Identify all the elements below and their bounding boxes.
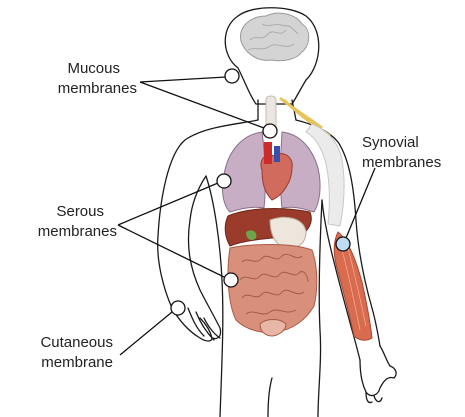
serous-abdomen-marker-icon <box>224 273 238 287</box>
synovial-marker-icon <box>336 237 350 251</box>
left-arm-inner <box>188 176 220 339</box>
serous-leader-pleura <box>118 183 218 225</box>
torso-right-outline <box>318 200 322 417</box>
left-lung <box>223 132 266 212</box>
thoracic-organs <box>223 132 321 212</box>
serous-marker-icon <box>217 174 231 188</box>
cutaneous-leader <box>120 312 172 355</box>
mucous-trachea-marker-icon <box>263 124 277 138</box>
left-hand <box>188 308 220 340</box>
serous-label-line1: Serous <box>56 203 104 220</box>
brain-shape <box>240 13 308 61</box>
serous-label-line2: membranes <box>38 223 117 240</box>
mucous-label-line2: membranes <box>58 80 137 97</box>
mucous-leader-mouth <box>140 77 226 82</box>
right-hand <box>360 346 396 403</box>
synovial-label-line2: membranes <box>362 154 441 171</box>
neck-outline <box>258 100 296 120</box>
mucous-leader-trachea <box>140 82 264 128</box>
abdominal-organs <box>225 209 317 336</box>
stomach <box>270 217 306 248</box>
mucous-label-line1: Mucous <box>67 60 120 77</box>
serous-leader-peritoneum <box>118 225 224 277</box>
cutaneous-label-line1: Cutaneous <box>40 334 113 351</box>
mucous-marker-icon <box>225 69 239 83</box>
bladder <box>260 320 286 337</box>
heart-vessels-blue <box>274 146 280 162</box>
legs-split <box>268 378 272 417</box>
torso-left-outline <box>206 176 223 417</box>
brain <box>240 13 308 61</box>
cutaneous-marker-icon <box>171 301 185 315</box>
synovial-label-line1: Synovial <box>362 134 419 151</box>
heart-vessels-red <box>264 142 272 164</box>
cutaneous-label-line2: membrane <box>41 354 113 371</box>
